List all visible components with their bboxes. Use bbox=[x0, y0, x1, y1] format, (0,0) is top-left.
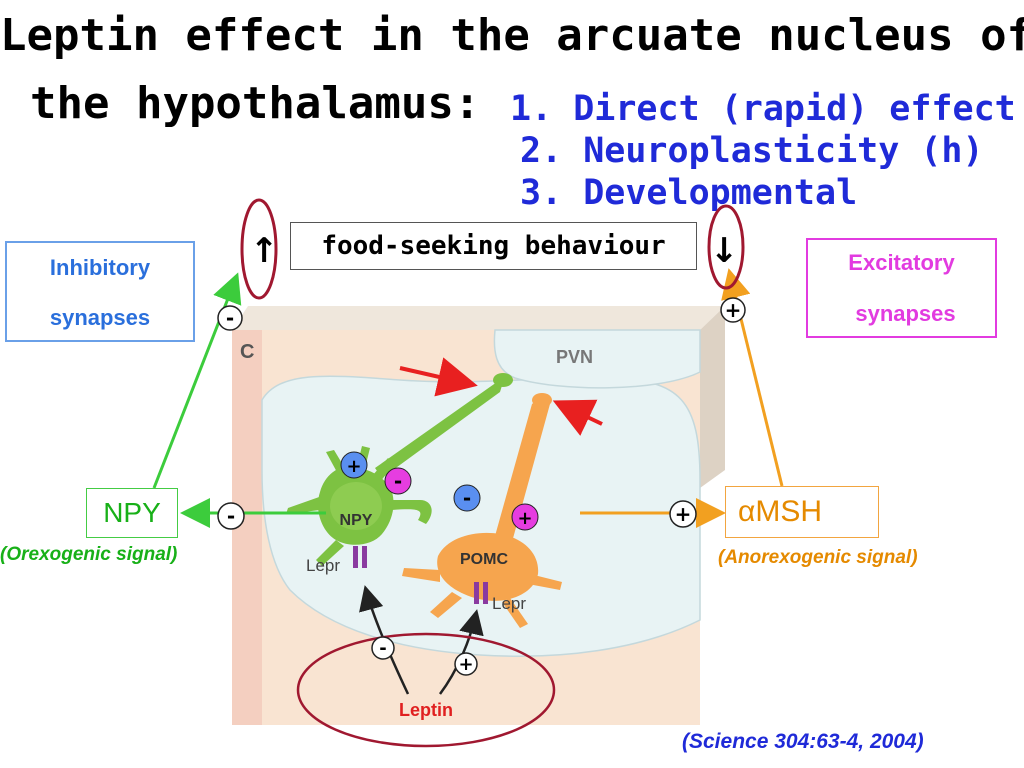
orexogenic-signal-label: (Orexogenic signal) bbox=[0, 544, 178, 565]
inhibitory-label-line2: synapses bbox=[49, 305, 151, 330]
leptin-label: Leptin bbox=[399, 700, 453, 720]
down-arrow-icon: ↓ bbox=[710, 231, 739, 271]
lepr-label-left: Lepr bbox=[306, 556, 340, 575]
excitatory-label-line2: synapses bbox=[855, 301, 956, 326]
citation: (Science 304:63-4, 2004) bbox=[682, 730, 924, 753]
slide-title-line2: the hypothalamus: bbox=[30, 78, 481, 129]
excitatory-label-line1: Excitatory bbox=[848, 250, 955, 275]
amsh-output-box: αMSH bbox=[725, 486, 879, 538]
sign-minus-leptin-text: - bbox=[379, 638, 386, 659]
anorexogenic-signal-label: (Anorexogenic signal) bbox=[718, 547, 918, 568]
point-2: 2. Neuroplasticity (h) bbox=[520, 131, 984, 171]
c-label: C bbox=[240, 341, 254, 363]
food-seeking-box: food-seeking behaviour bbox=[290, 222, 697, 270]
sign-minus-npy-text: - bbox=[227, 504, 235, 528]
red-arrow-right bbox=[552, 399, 603, 436]
sign-plus-amsh bbox=[669, 500, 697, 528]
sign-minus-magenta-npy-text: - bbox=[394, 469, 402, 493]
sign-minus-inhibitory-text: - bbox=[226, 306, 234, 330]
sign-minus-blue-pomc-text: - bbox=[463, 486, 471, 510]
sign-plus-amsh-text: + bbox=[675, 502, 692, 526]
lepr-receptor-pomc bbox=[474, 582, 488, 604]
sign-plus-excitatory-text: + bbox=[725, 298, 742, 322]
npy-output-box: NPY bbox=[86, 488, 178, 538]
pomc-neuron-label: POMC bbox=[460, 551, 508, 568]
sign-plus-blue-npy-text: + bbox=[346, 456, 361, 477]
sign-minus-inhibitory bbox=[217, 305, 243, 331]
sign-minus-leptin bbox=[371, 636, 395, 660]
excitatory-synapses-box: Excitatory synapses bbox=[806, 238, 997, 338]
sign-minus-blue-pomc bbox=[453, 484, 481, 512]
down-arrow-oval bbox=[707, 204, 745, 290]
sign-minus-magenta-npy bbox=[384, 467, 412, 495]
up-arrow-icon: ↑ bbox=[250, 231, 279, 271]
red-arrow-left bbox=[399, 357, 478, 397]
npy-neuron: NPY bbox=[286, 373, 513, 566]
sign-plus-blue-npy bbox=[340, 451, 368, 479]
sign-plus-magenta-pomc-text: + bbox=[517, 508, 532, 529]
sign-plus-excitatory bbox=[720, 297, 746, 323]
sign-plus-magenta-pomc bbox=[511, 503, 539, 531]
inhibitory-synapses-box: Inhibitory synapses bbox=[5, 241, 195, 342]
lepr-label-right: Lepr bbox=[492, 594, 526, 613]
sign-minus-npy bbox=[217, 502, 245, 530]
npy-neuron-label: NPY bbox=[340, 512, 373, 529]
hypothalamus-section bbox=[232, 306, 725, 725]
slide-title-line1: Leptin effect in the arcuate nucleus of bbox=[0, 10, 1024, 61]
pvn-label: PVN bbox=[556, 347, 593, 367]
inhibitory-label-line1: Inhibitory bbox=[49, 255, 151, 280]
pomc-neuron: POMC bbox=[402, 393, 562, 628]
sign-plus-leptin-text: + bbox=[458, 654, 473, 675]
leptin-oval bbox=[296, 632, 556, 748]
point-1: 1. Direct (rapid) effect bbox=[510, 89, 1016, 129]
point-3: 3. Developmental bbox=[520, 173, 858, 213]
up-arrow-oval bbox=[240, 198, 278, 300]
sign-plus-leptin bbox=[454, 652, 478, 676]
lepr-receptor-npy bbox=[353, 546, 367, 568]
